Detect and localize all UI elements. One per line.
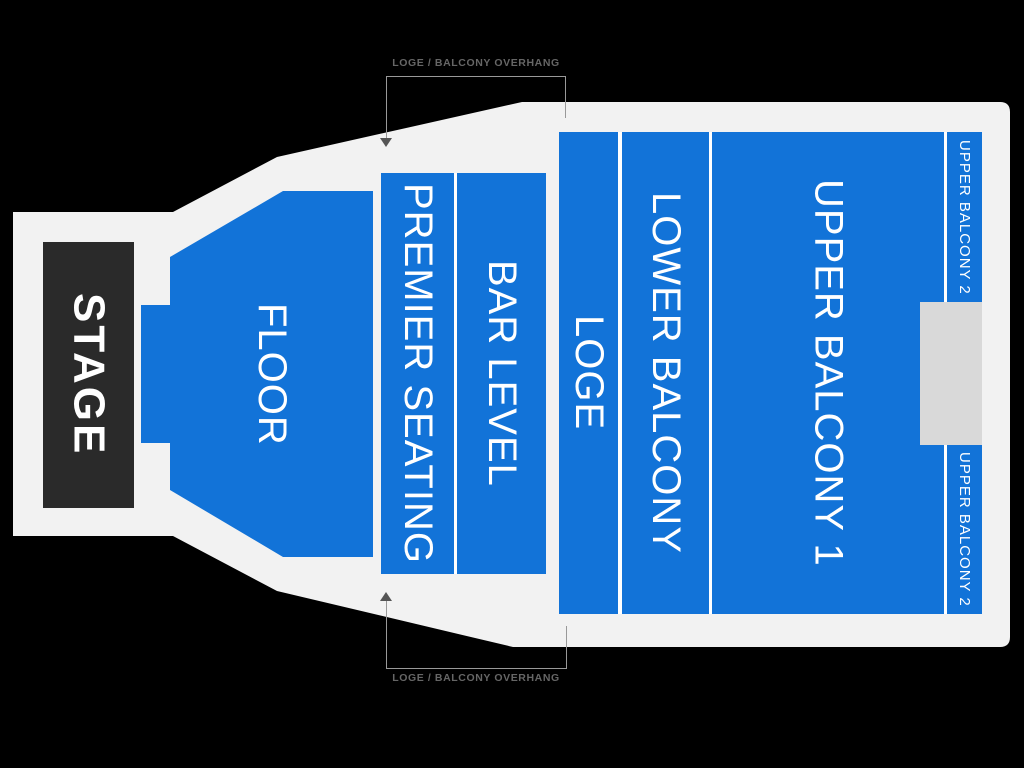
overhang-bottom-right-line bbox=[566, 626, 567, 668]
overhang-top-left-line bbox=[386, 76, 387, 138]
section-lower-balcony[interactable]: LOWER BALCONY bbox=[618, 132, 709, 614]
section-bar-level-label: BAR LEVEL bbox=[480, 260, 524, 487]
section-loge[interactable]: LOGE bbox=[559, 132, 618, 614]
section-upper-balcony-2-bottom-label: UPPER BALCONY 2 bbox=[956, 452, 973, 607]
section-upper-balcony-1[interactable]: UPPER BALCONY 1 bbox=[709, 132, 944, 614]
section-upper-balcony-2-bottom[interactable]: UPPER BALCONY 2 bbox=[944, 445, 982, 614]
section-upper-balcony-1-label: UPPER BALCONY 1 bbox=[806, 179, 851, 567]
overhang-bottom-label: LOGE / BALCONY OVERHANG bbox=[392, 672, 560, 684]
section-upper-balcony-2-top-label: UPPER BALCONY 2 bbox=[956, 139, 973, 295]
section-floor[interactable] bbox=[141, 191, 373, 557]
down-arrowhead-icon bbox=[380, 138, 392, 147]
section-lower-balcony-label: LOWER BALCONY bbox=[644, 192, 688, 554]
section-bar-level[interactable]: BAR LEVEL bbox=[454, 173, 546, 574]
section-premier-seating[interactable]: PREMIER SEATING bbox=[381, 173, 454, 574]
section-loge-label: LOGE bbox=[567, 315, 611, 431]
overhang-bottom-bracket-line bbox=[386, 668, 567, 669]
overhang-bottom-left-line bbox=[386, 601, 387, 668]
up-arrowhead-icon bbox=[380, 592, 392, 601]
stage-label: STAGE bbox=[64, 293, 114, 457]
overhang-top-right-line bbox=[565, 76, 566, 118]
balcony-notch bbox=[920, 302, 982, 445]
section-premier-seating-label: PREMIER SEATING bbox=[396, 183, 440, 564]
overhang-top-bracket-line bbox=[386, 76, 566, 77]
stage-block: STAGE bbox=[43, 242, 134, 508]
section-upper-balcony-2-top[interactable]: UPPER BALCONY 2 bbox=[944, 132, 982, 302]
overhang-top-label: LOGE / BALCONY OVERHANG bbox=[392, 57, 560, 69]
